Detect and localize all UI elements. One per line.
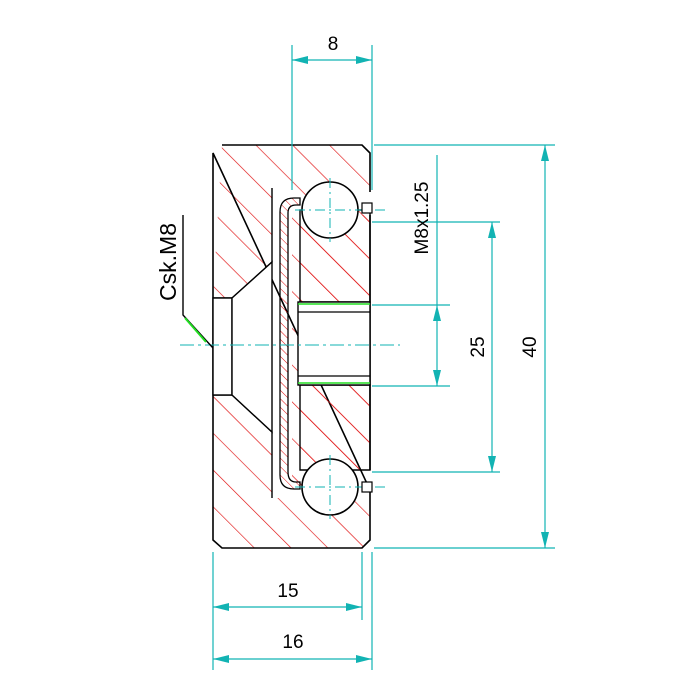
- countersink-cone: [231, 260, 273, 434]
- threaded-bore: [297, 301, 371, 386]
- dim-15-arrow-right: [346, 603, 362, 611]
- countersink-label: Csk.M8: [155, 223, 181, 301]
- dim-ball-arrow-bottom: [488, 456, 496, 472]
- cage-strip: [279, 197, 301, 490]
- dim-16-arrow-right: [356, 655, 372, 663]
- dim-8-arrow-left: [292, 56, 308, 64]
- countersink-leader: [182, 215, 214, 349]
- dim-8-arrow-right: [356, 56, 372, 64]
- dim-25-arrow-bottom: [433, 370, 441, 386]
- dim-15-arrow-left: [213, 603, 229, 611]
- dimension-lines: [212, 45, 555, 670]
- dim-40-arrow-bottom: [541, 532, 549, 548]
- dim-ball-arrow-top: [488, 222, 496, 238]
- dim-25-arrow-top: [433, 305, 441, 321]
- dim-16-arrow-left: [213, 655, 229, 663]
- dim-40-arrow-top: [541, 145, 549, 161]
- countersink-leader-line: [182, 215, 214, 349]
- seal-top: [361, 202, 373, 214]
- dim-15-label: 15: [277, 581, 298, 602]
- ball-bottom: [295, 455, 385, 519]
- dim-40-label: 40: [520, 336, 541, 357]
- inner-ring: [297, 209, 371, 471]
- cage-strip-fill: [279, 197, 301, 490]
- dim-25-label: 25: [468, 336, 489, 357]
- dim-thread-label: M8x1.25: [412, 182, 433, 255]
- countersink-cavity: [212, 297, 233, 396]
- countersink-leader-accent: [184, 317, 207, 343]
- dim-8-label: 8: [328, 34, 339, 55]
- ball-top: [295, 178, 385, 242]
- dim-16-label: 16: [282, 632, 303, 653]
- seal-bottom: [361, 481, 373, 493]
